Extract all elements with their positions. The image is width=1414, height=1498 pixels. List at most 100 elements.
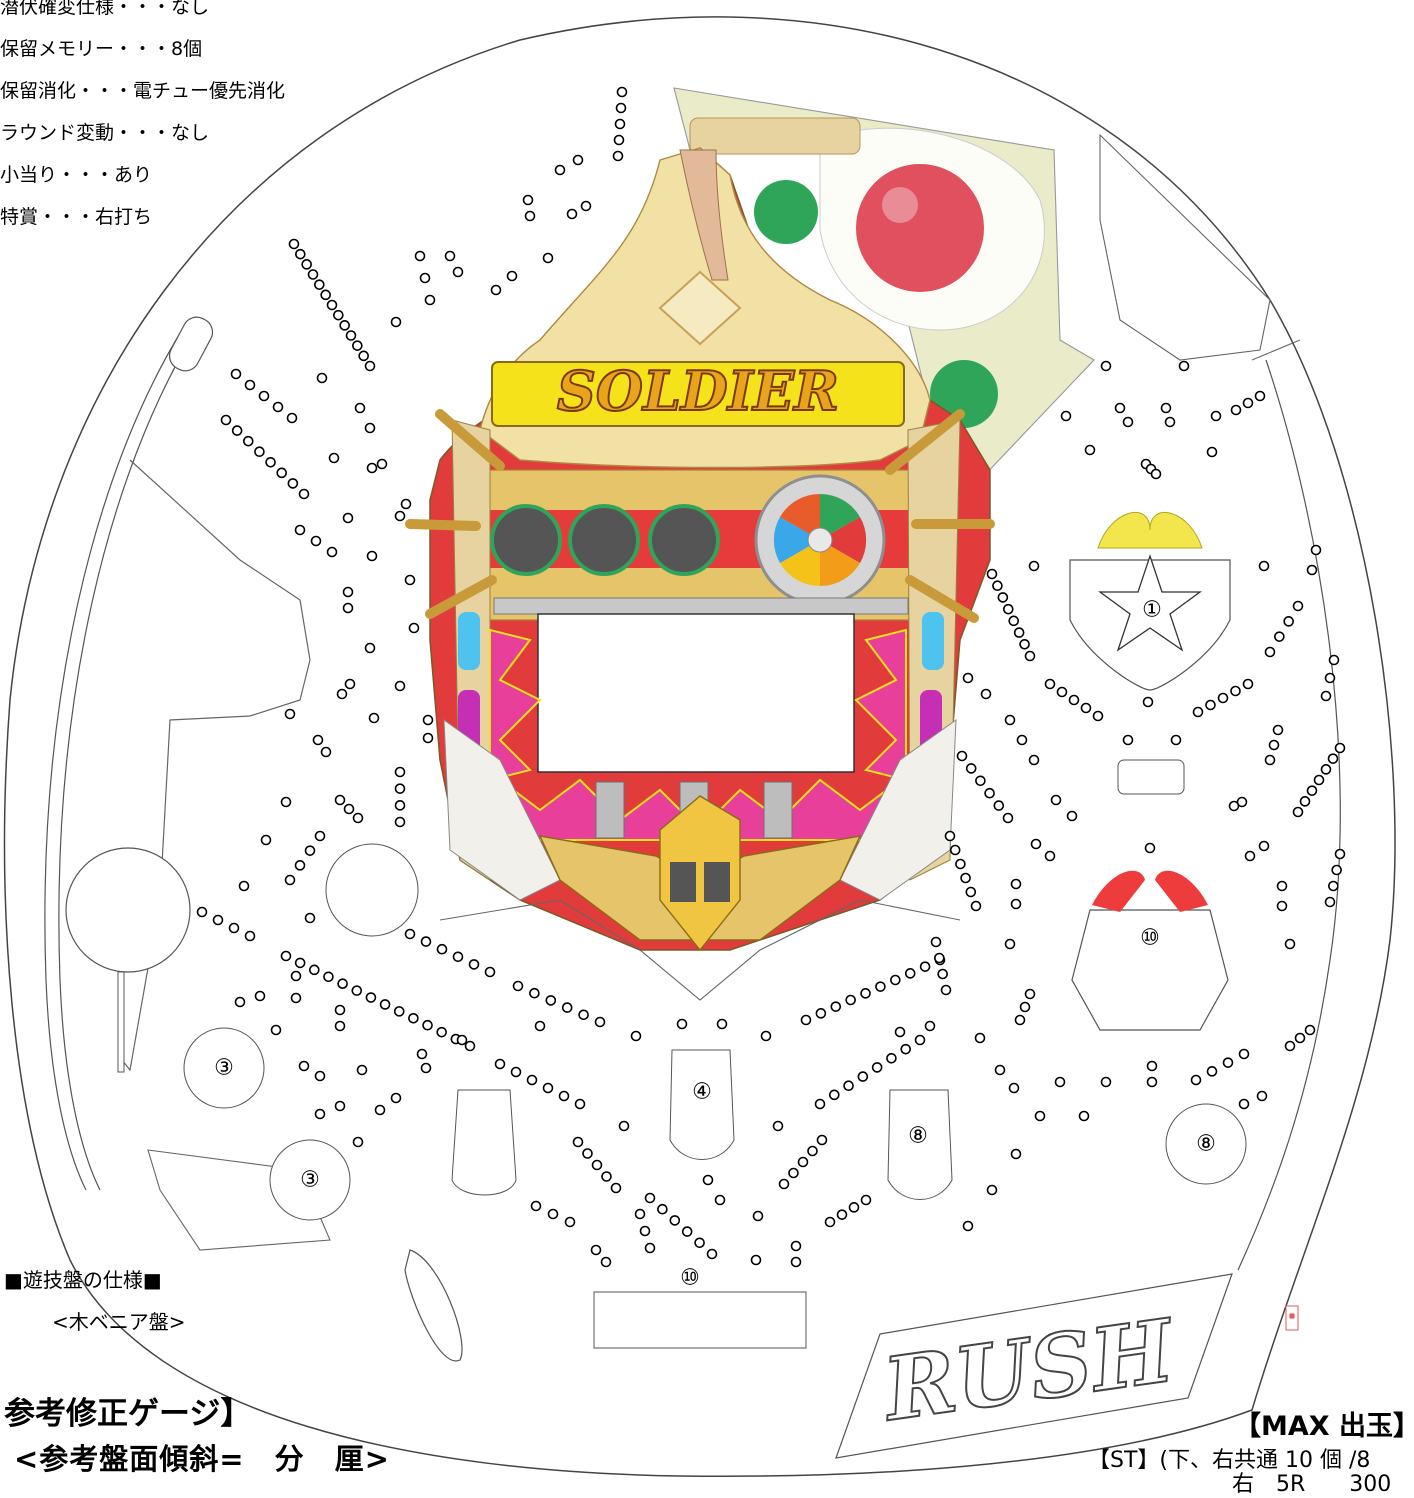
nail bbox=[669, 1215, 681, 1226]
nail bbox=[408, 622, 420, 634]
nail bbox=[309, 964, 320, 976]
nail bbox=[522, 194, 534, 206]
nail bbox=[1080, 702, 1092, 714]
nail bbox=[554, 164, 566, 176]
nail bbox=[1206, 1066, 1218, 1077]
spec-list: 潜伏確変仕様・・・なし 保留メモリー・・・8個 保留消化・・・電チュー優先消化 … bbox=[0, 0, 285, 238]
pocket-center-number: ④ bbox=[692, 1080, 712, 1105]
nail bbox=[1178, 360, 1190, 372]
nail bbox=[618, 1120, 630, 1132]
nail bbox=[997, 592, 1009, 603]
nail bbox=[1024, 650, 1036, 662]
emblem-window-left bbox=[670, 862, 696, 902]
nail bbox=[404, 928, 416, 940]
nail bbox=[342, 586, 354, 598]
nail bbox=[376, 458, 388, 470]
nail bbox=[986, 1184, 998, 1196]
nail bbox=[1066, 810, 1078, 822]
blue-lamp-right bbox=[922, 612, 944, 670]
nail bbox=[314, 830, 326, 842]
nail bbox=[364, 642, 376, 654]
blue-lamp-left bbox=[458, 612, 480, 670]
nail bbox=[312, 734, 324, 746]
nail bbox=[1254, 390, 1266, 402]
nail bbox=[1100, 1076, 1112, 1088]
nail bbox=[639, 1225, 651, 1237]
nail bbox=[379, 999, 391, 1010]
nail bbox=[242, 435, 254, 447]
nail bbox=[601, 1171, 612, 1182]
pocket-center bbox=[669, 1049, 735, 1160]
nail bbox=[790, 1256, 802, 1268]
nail bbox=[930, 936, 942, 948]
nail bbox=[358, 350, 369, 362]
nail bbox=[356, 1064, 368, 1076]
nail bbox=[342, 512, 354, 524]
nail bbox=[420, 1062, 432, 1074]
nail bbox=[871, 1062, 883, 1073]
nail bbox=[444, 250, 456, 262]
nail bbox=[1028, 754, 1040, 766]
top-plate bbox=[689, 117, 861, 155]
nail bbox=[270, 1024, 282, 1036]
nail bbox=[1324, 672, 1336, 684]
emblem-window-right bbox=[704, 862, 730, 902]
spec-hold-memory: 保留メモリー・・・8個 bbox=[0, 38, 203, 60]
nail bbox=[254, 990, 266, 1002]
nail bbox=[400, 498, 412, 510]
nail bbox=[339, 320, 350, 331]
nail bbox=[1268, 739, 1280, 751]
nail bbox=[919, 961, 931, 972]
nail bbox=[974, 1032, 986, 1044]
nail bbox=[894, 1026, 906, 1038]
pocket-right-center bbox=[887, 1089, 953, 1200]
nail bbox=[1013, 627, 1025, 638]
nail bbox=[530, 1200, 542, 1212]
nail bbox=[422, 732, 434, 744]
nail bbox=[956, 750, 968, 762]
nail bbox=[1230, 404, 1242, 416]
nail bbox=[1164, 416, 1176, 428]
nail bbox=[394, 680, 406, 692]
nail bbox=[258, 390, 270, 402]
nail bbox=[860, 1194, 872, 1206]
nail bbox=[351, 985, 363, 996]
nail bbox=[714, 1194, 726, 1206]
spec-small-hit: 小当り・・・あり bbox=[0, 164, 153, 186]
pocket-3-lower-number: ③ bbox=[300, 1168, 320, 1193]
nail bbox=[843, 1080, 854, 1092]
nail bbox=[914, 1034, 926, 1046]
nail bbox=[238, 880, 250, 892]
nail bbox=[276, 467, 288, 479]
nail bbox=[336, 688, 348, 700]
nail bbox=[512, 980, 524, 992]
nail bbox=[547, 1208, 559, 1220]
nail bbox=[1331, 864, 1342, 876]
nail bbox=[272, 401, 284, 413]
nail bbox=[334, 1004, 346, 1016]
nail bbox=[1217, 692, 1229, 704]
nail bbox=[1019, 1001, 1031, 1013]
nail bbox=[845, 994, 856, 1006]
nail bbox=[365, 992, 377, 1003]
reel-1 bbox=[490, 504, 562, 576]
nail bbox=[1008, 615, 1020, 627]
nail bbox=[1146, 1060, 1158, 1072]
pocket-3-upper-number: ③ bbox=[214, 1056, 234, 1081]
nail bbox=[1205, 699, 1216, 711]
nail bbox=[1274, 631, 1285, 642]
nail bbox=[814, 1098, 826, 1110]
st-line-2: 右 5R 300 bbox=[1232, 1472, 1392, 1497]
nail bbox=[424, 294, 436, 306]
nail bbox=[354, 402, 366, 414]
nail bbox=[374, 1104, 386, 1116]
right-wall bbox=[1237, 359, 1341, 1271]
pocket-right-center-number: ⑧ bbox=[908, 1124, 928, 1149]
nail bbox=[1244, 850, 1256, 862]
nail bbox=[986, 568, 998, 580]
nail bbox=[580, 200, 592, 212]
nail bbox=[529, 987, 540, 999]
nail bbox=[404, 574, 416, 586]
nail bbox=[644, 1192, 656, 1204]
star-pocket-number: ① bbox=[1142, 598, 1162, 623]
